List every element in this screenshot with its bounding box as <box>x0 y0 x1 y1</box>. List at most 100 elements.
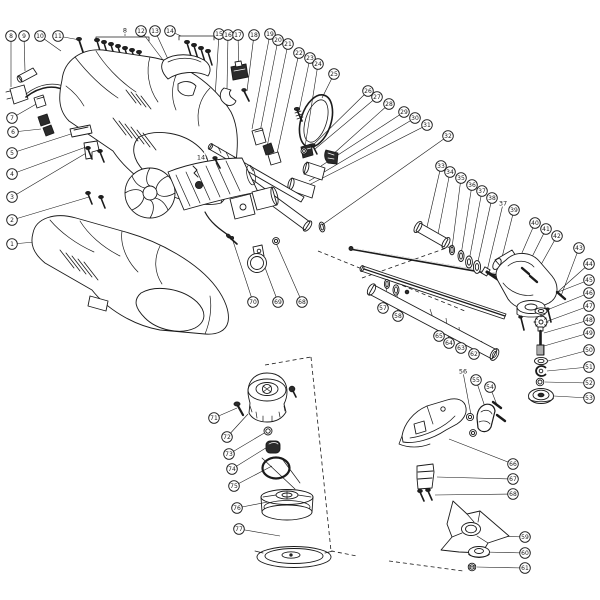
callout-number: 23 <box>306 55 314 62</box>
leader-line-19 <box>251 33 271 130</box>
part-gearbox-drawing <box>492 249 567 331</box>
callout-number: 37 <box>499 200 507 208</box>
callout-73: 73 <box>223 448 235 460</box>
callout-number: 67 <box>509 476 517 483</box>
callout-number: 5 <box>10 150 14 157</box>
callout-2: 2 <box>6 214 18 226</box>
leader-line-24 <box>304 63 319 148</box>
callout-21: 21 <box>282 38 294 50</box>
callout-34: 34 <box>444 166 456 178</box>
part-hanger-loop-drawing <box>225 233 280 273</box>
part-washer-38-drawing <box>472 260 482 274</box>
callout-61: 61 <box>519 562 531 574</box>
callout-circle <box>435 160 447 172</box>
leader-line-31 <box>296 124 428 192</box>
callout-number: 77 <box>235 526 243 533</box>
callout-number: 56 <box>459 368 467 376</box>
leader-line-75 <box>233 465 273 487</box>
callout-circle <box>444 166 456 178</box>
part-oring-35-drawing <box>448 244 456 256</box>
callout-58: 58 <box>392 310 404 322</box>
callout-number: 62 <box>470 351 478 358</box>
leader-line-50 <box>547 349 590 362</box>
callout-56: 56 <box>458 366 469 377</box>
callout-number: 12 <box>137 28 145 35</box>
callout-35: 35 <box>455 172 467 184</box>
part-spool-drawing <box>260 489 314 521</box>
callout-41: 41 <box>540 223 552 235</box>
callout-number: 51 <box>585 364 593 371</box>
callout-circle <box>328 68 340 80</box>
part-head-nut-drawing <box>263 426 273 436</box>
callout-20: 20 <box>272 34 284 46</box>
part-nut-52-drawing <box>535 377 545 387</box>
callout-circle <box>442 130 454 142</box>
part-head-bolt-drawing <box>233 385 297 417</box>
callout-38: 38 <box>486 192 498 204</box>
callout-circle <box>6 147 18 159</box>
callout-number: 8 <box>9 33 13 40</box>
callout-57: 57 <box>377 302 389 314</box>
callout-9: 9 <box>18 30 30 42</box>
callout-circle <box>52 30 64 42</box>
leader-line-77 <box>238 528 281 537</box>
part-hook-clip-drawing <box>219 87 237 106</box>
callout-number: 1 <box>10 241 14 248</box>
dashed-boundary-3 <box>388 560 464 572</box>
part-capacitor-drawing <box>251 127 282 166</box>
leader-line-33 <box>426 165 442 228</box>
part-guard-clamp-drawing <box>416 463 435 490</box>
callout-number: 9 <box>22 33 26 40</box>
callout-24: 24 <box>312 58 324 70</box>
part-motor-drawing <box>124 157 259 241</box>
part-mount-clamp-drawing <box>476 403 496 433</box>
callout-circle <box>409 112 421 124</box>
part-standoff-tube-drawing <box>16 67 38 83</box>
callout-37: 37 <box>476 185 488 197</box>
leader-line-16 <box>226 34 229 90</box>
part-cable-clamp-drawing <box>37 113 55 137</box>
callout-circle <box>507 458 519 470</box>
callout-30: 30 <box>409 112 421 124</box>
leader-line-32 <box>321 135 449 226</box>
leader-line-48 <box>543 319 590 334</box>
callout-circle <box>583 300 595 312</box>
callout-63: 63 <box>455 342 467 354</box>
part-switch-drawing <box>230 60 249 81</box>
callout-circle <box>583 392 595 404</box>
callout-number: 19 <box>266 31 274 38</box>
callout-number: 49 <box>585 330 593 337</box>
leader-line-28 <box>330 103 390 157</box>
callout-circle <box>362 85 374 97</box>
dashed-boundary-0 <box>264 356 312 366</box>
part-output-shaft-drawing <box>536 326 545 356</box>
callout-number: 69 <box>274 299 282 306</box>
callout-68: 68 <box>296 296 308 308</box>
callout-circle <box>233 523 245 535</box>
callout-number: 61 <box>521 565 529 572</box>
part-clip-4-drawing <box>83 140 100 160</box>
callout-number: 44 <box>585 261 593 268</box>
callout-number: 53 <box>585 395 593 402</box>
callout-circle <box>392 310 404 322</box>
callout-29: 29 <box>398 106 410 118</box>
part-mount-screws-drawing <box>491 400 507 423</box>
callout-number: 46 <box>585 290 593 297</box>
callout-circle <box>455 172 467 184</box>
callout-number: 76 <box>233 505 241 512</box>
callout-circle <box>455 342 467 354</box>
callout-number: 11 <box>54 33 62 40</box>
callout-circle <box>312 58 324 70</box>
leader-line-43 <box>560 247 580 297</box>
callout-circle <box>470 374 482 386</box>
callout-circle <box>304 52 316 64</box>
callout-number: 68 <box>509 491 517 498</box>
leader-line-20 <box>258 39 279 138</box>
callout-number: 34 <box>446 169 454 176</box>
callout-circle <box>583 361 595 373</box>
callout-circle <box>583 377 595 389</box>
callout-65: 65 <box>433 330 445 342</box>
callout-69: 69 <box>272 296 284 308</box>
callout-60: 60 <box>519 547 531 559</box>
callout-circle <box>383 98 395 110</box>
